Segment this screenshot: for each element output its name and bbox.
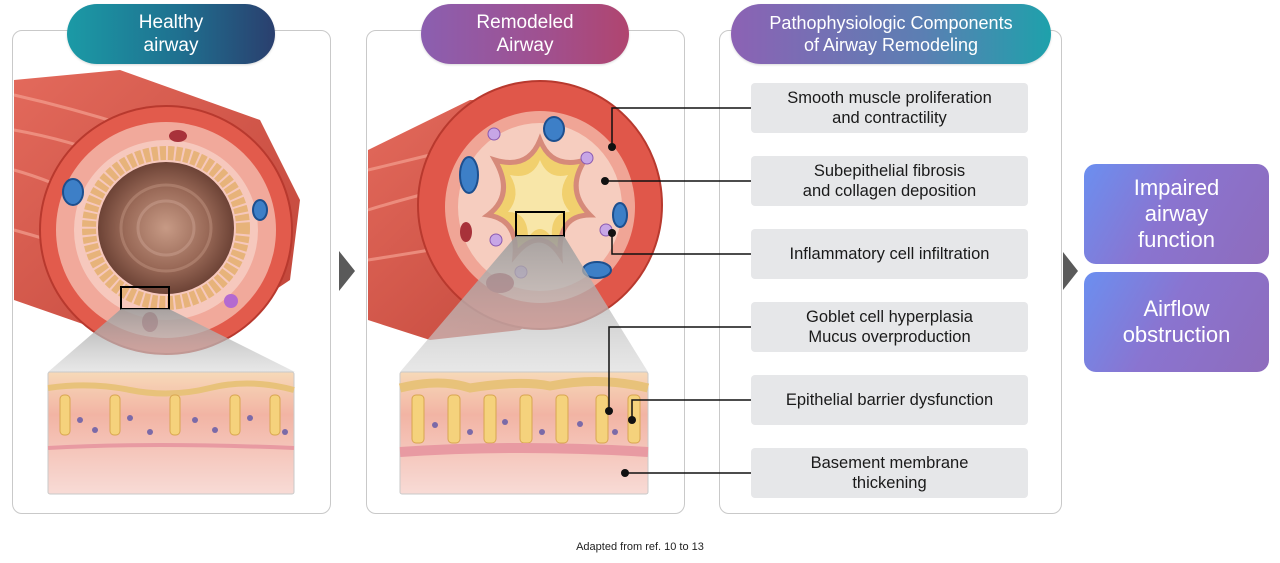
connector-dots — [601, 143, 636, 477]
component-epithelial-barrier: Epithelial barrier dysfunction — [751, 375, 1028, 425]
outcome-text: Airflow — [1143, 296, 1210, 321]
connector-lines — [605, 107, 751, 474]
component-text: Inflammatory cell infiltration — [789, 245, 990, 263]
outcome-text: Impaired — [1133, 175, 1220, 200]
header-components: Pathophysiologic Components of Airway Re… — [731, 4, 1051, 64]
header-components-line2: of Airway Remodeling — [803, 35, 979, 55]
component-goblet-cell: Goblet cell hyperplasia Mucus overproduc… — [751, 302, 1028, 352]
component-text: Epithelial barrier dysfunction — [785, 391, 994, 409]
header-remodeled-line2: Airway — [496, 35, 554, 56]
component-text: Mucus overproduction — [808, 328, 971, 346]
component-text: and collagen deposition — [802, 182, 977, 200]
outcome-text: airway — [1144, 201, 1209, 226]
right-arrow-icon — [1063, 252, 1078, 290]
right-arrow-icon — [339, 251, 355, 291]
footnote: Adapted from ref. 10 to 13 — [576, 541, 704, 553]
outcome-text: function — [1137, 227, 1216, 252]
header-healthy-airway: Healthy airway — [67, 4, 275, 64]
healthy-airway-illustration — [13, 70, 300, 495]
outcome-impaired-airway-function: Impaired airway function — [1084, 164, 1269, 264]
header-remodeled-line1: Remodeled — [476, 12, 574, 33]
component-smooth-muscle: Smooth muscle proliferation and contract… — [751, 83, 1028, 133]
component-text: thickening — [852, 474, 927, 492]
component-text: Basement membrane — [810, 454, 969, 472]
header-remodeled-airway: Remodeled Airway — [421, 4, 629, 64]
component-text: Smooth muscle proliferation — [787, 89, 992, 107]
remodeled-airway-illustration — [367, 80, 663, 495]
component-basement-membrane: Basement membrane thickening — [751, 448, 1028, 498]
component-inflammation: Inflammatory cell infiltration — [751, 229, 1028, 279]
component-text: Goblet cell hyperplasia — [806, 308, 973, 326]
outcome-airflow-obstruction: Airflow obstruction — [1084, 272, 1269, 372]
header-healthy-line1: Healthy — [138, 12, 204, 33]
header-components-line1: Pathophysiologic Components — [769, 13, 1013, 33]
outcome-text: obstruction — [1122, 322, 1231, 347]
component-fibrosis: Subepithelial fibrosis and collagen depo… — [751, 156, 1028, 206]
component-text: and contractility — [832, 109, 947, 127]
header-healthy-line2: airway — [143, 35, 199, 56]
component-text: Subepithelial fibrosis — [813, 162, 966, 180]
